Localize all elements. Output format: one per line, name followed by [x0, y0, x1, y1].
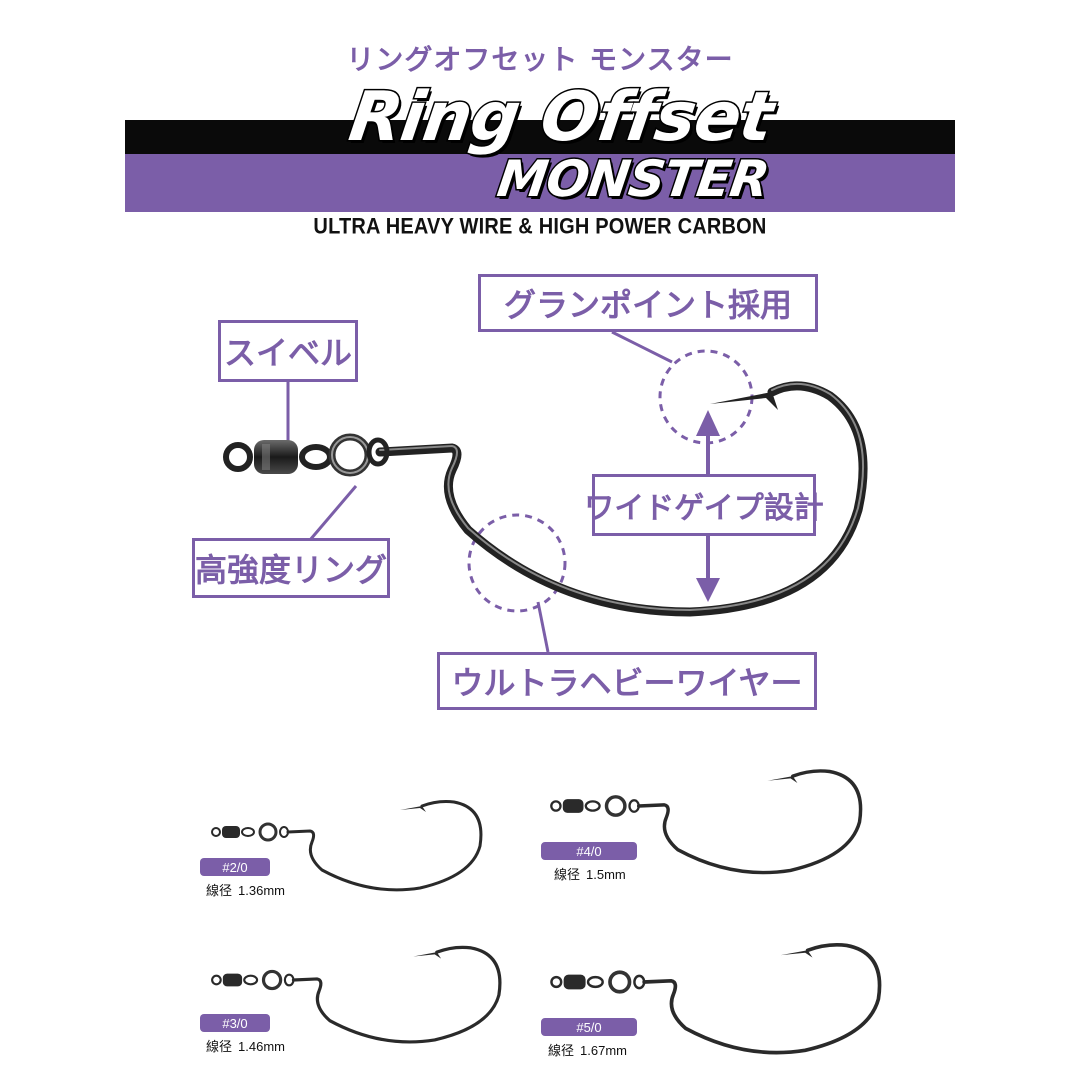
- size-tag-3-0: #3/0: [200, 1014, 270, 1032]
- callout-high-strength-ring: 高強度リング: [192, 538, 390, 598]
- gap-arrow: [696, 410, 720, 602]
- size-tag-5-0: #5/0: [541, 1018, 637, 1036]
- hook-4-0-illustration: [550, 769, 863, 875]
- japanese-product-title: リングオフセット モンスター: [346, 43, 734, 76]
- callout-heavy-wire: ウルトラヘビーワイヤー: [437, 652, 817, 710]
- header-band-black: [125, 120, 955, 154]
- header-band-purple: [125, 154, 955, 212]
- callout-wide-gap: ワイドゲイプ設計: [584, 474, 824, 536]
- callout-leader-lines: [286, 330, 673, 653]
- size-tag-4-0: #4/0: [541, 842, 637, 860]
- hook-2-0-illustration: [211, 800, 483, 892]
- hook-5-0-illustration: [550, 942, 882, 1055]
- hook-3-0-illustration: [211, 945, 502, 1044]
- callout-swivel: スイベル: [218, 320, 358, 382]
- wire-highlight-circle: [467, 513, 567, 613]
- main-hook-illustration: [223, 381, 868, 617]
- callout-grand-point: グランポイント採用: [478, 274, 818, 332]
- size-tag-2-0: #2/0: [200, 858, 270, 876]
- product-subtitle: ULTRA HEAVY WIRE & HIGH POWER CARBON: [313, 214, 767, 240]
